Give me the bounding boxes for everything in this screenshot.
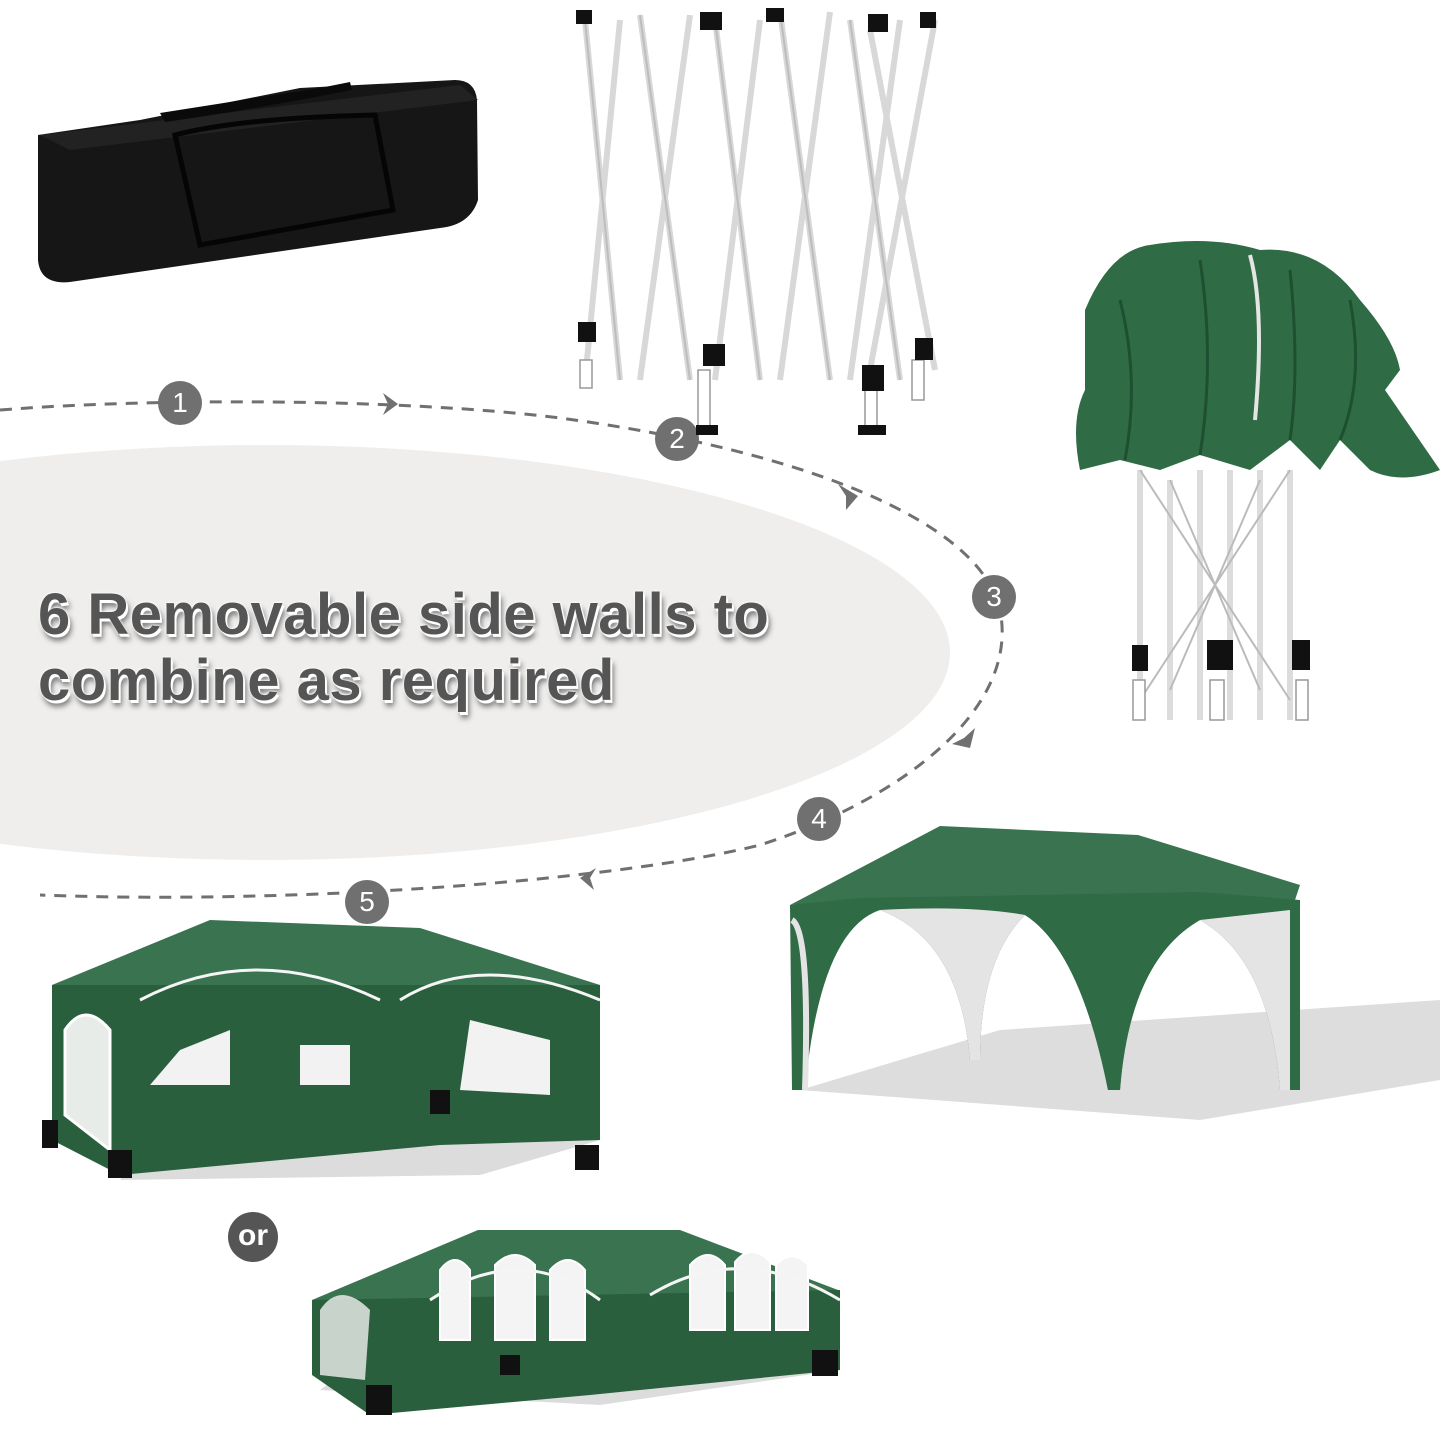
arrow-down-right-icon xyxy=(838,484,858,510)
headline-line-1: 6 Removable side walls to xyxy=(38,582,770,647)
arrow-left-icon xyxy=(580,868,596,890)
step-4-badge: 4 xyxy=(797,797,841,841)
or-badge: or xyxy=(228,1212,278,1262)
headline: 6 Removable side walls to combine as req… xyxy=(38,582,769,714)
step-2-badge: 2 xyxy=(655,417,699,461)
step-3-badge: 3 xyxy=(972,575,1016,619)
arrow-right-icon xyxy=(383,393,398,415)
step-5-badge: 5 xyxy=(345,880,389,924)
step-1-badge: 1 xyxy=(158,381,202,425)
arrow-down-left-icon xyxy=(952,728,975,748)
headline-line-2: combine as required xyxy=(38,648,615,713)
